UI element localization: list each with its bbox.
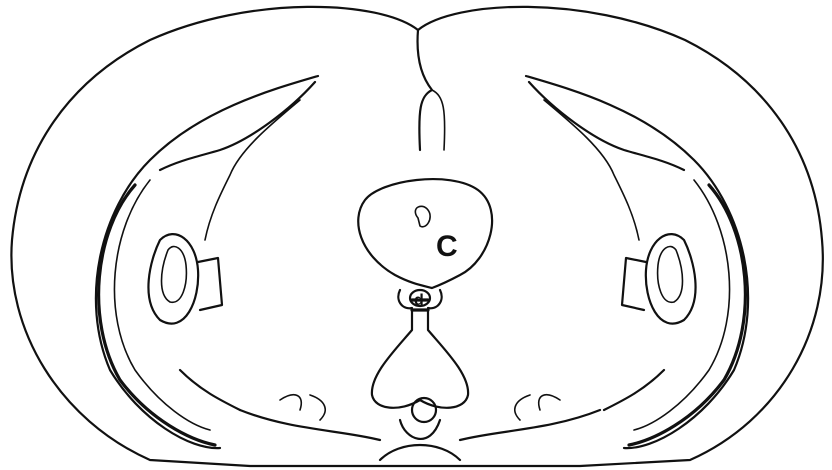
label-c: C [436,230,458,263]
right-cortex-layers [526,76,748,448]
central-structures [240,179,600,460]
left-cortex-layers [96,76,318,448]
label-d: d [414,292,424,309]
